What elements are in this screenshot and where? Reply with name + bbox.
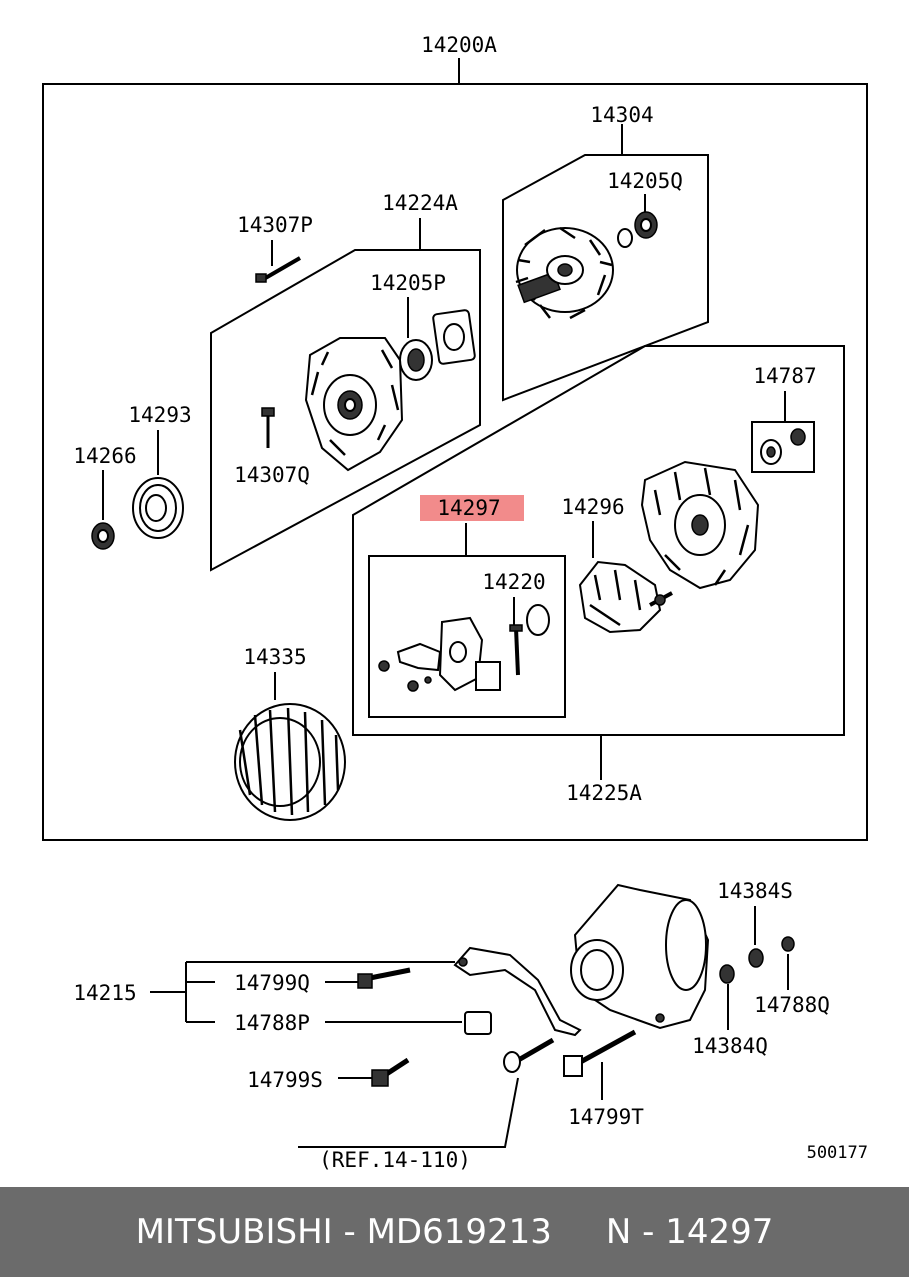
highlight-14297 [420,495,524,521]
exploded-parts-diagram: 14200A 14304 14205Q 14224A 14307P 14205P [42,33,868,1172]
bearing-retainer-plate[interactable] [432,309,476,365]
rectifier-part[interactable] [578,560,673,634]
label-14225A[interactable]: 14225A [566,781,642,805]
label-14200A[interactable]: 14200A [421,33,497,57]
label-14215[interactable]: 14215 [73,981,136,1005]
front-bolt-part[interactable] [255,256,302,283]
label-14335[interactable]: 14335 [243,645,306,669]
rear-parts-box [751,421,815,473]
label-ref[interactable]: (REF.14-110) [319,1148,471,1172]
ref-bolt-part[interactable] [503,1037,555,1073]
label-14220[interactable]: 14220 [482,570,545,594]
front-bracket-part[interactable] [304,337,404,472]
label-14788P[interactable]: 14788P [234,1011,310,1035]
label-14266[interactable]: 14266 [73,444,136,468]
diagram-id: 500177 [807,1143,868,1163]
washer-14384S[interactable] [748,948,764,968]
pulley-part[interactable] [132,477,184,539]
stator-part[interactable] [234,703,346,821]
label-14384Q[interactable]: 14384Q [692,1034,768,1058]
nut-14788Q[interactable] [781,936,795,952]
rear-bracket-part[interactable] [640,460,760,590]
front-bearing-part[interactable] [399,339,433,381]
brace-nut-part[interactable] [464,1011,492,1035]
label-14224A[interactable]: 14224A [382,191,458,215]
main-assembly-box [42,83,868,841]
label-14307Q[interactable]: 14307Q [234,463,310,487]
label-14787[interactable]: 14787 [753,364,816,388]
label-14297[interactable]: 14297 [437,496,500,520]
regulator-box [368,555,566,718]
label-14304[interactable]: 14304 [590,103,653,127]
label-14384S[interactable]: 14384S [717,879,793,903]
mount-bolt-14799T[interactable] [563,1029,637,1077]
label-14307P[interactable]: 14307P [237,213,313,237]
footer-bar: MITSUBISHI - MD619213 N - 14297 [0,1187,909,1277]
mount-bolt-14799S[interactable] [371,1057,410,1087]
label-14788Q[interactable]: 14788Q [754,993,830,1017]
rear-parts[interactable] [760,428,806,465]
label-14205P[interactable]: 14205P [370,271,446,295]
rotor-subbox [502,154,709,402]
brace-part[interactable] [453,946,582,1037]
label-14799T[interactable]: 14799T [568,1105,644,1129]
brace-bolt-part[interactable] [357,967,411,989]
label-14296[interactable]: 14296 [561,495,624,519]
alternator-body[interactable] [570,883,710,1030]
label-14799Q[interactable]: 14799Q [234,971,310,995]
bracket-screw-part[interactable] [261,407,275,448]
label-14293[interactable]: 14293 [128,403,191,427]
rotor-part[interactable] [515,226,614,320]
front-bracket-subbox [210,249,481,572]
washer-14384Q[interactable] [719,964,735,984]
rotor-bearing-part[interactable] [617,211,658,248]
footer-text: MITSUBISHI - MD619213 N - 14297 [135,1212,774,1252]
rear-bracket-subbox [352,345,845,736]
pulley-nut-part[interactable] [91,522,115,550]
label-14205Q[interactable]: 14205Q [607,169,683,193]
label-14799S[interactable]: 14799S [247,1068,323,1092]
regulator-parts[interactable] [378,604,550,692]
